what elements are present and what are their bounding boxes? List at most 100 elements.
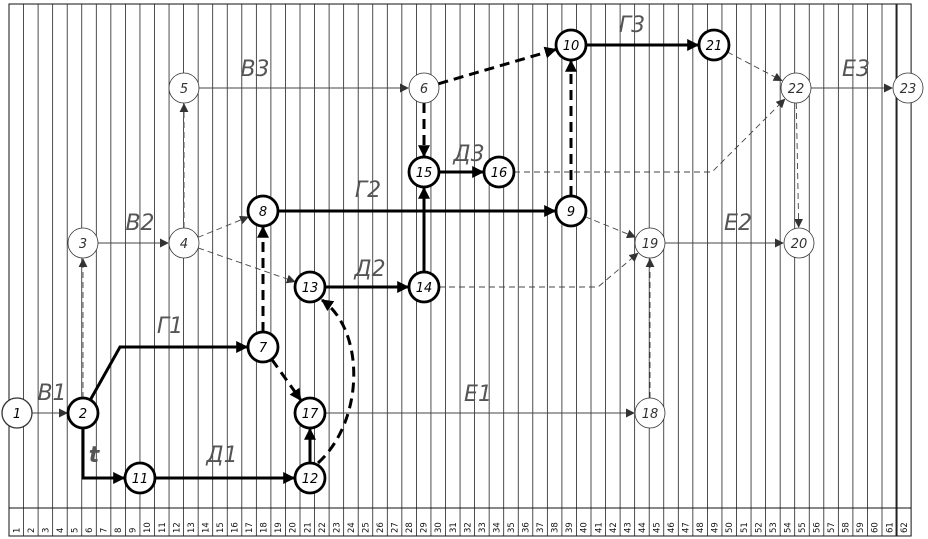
arrow-2-7 <box>89 341 249 401</box>
activity-arrows <box>32 39 893 484</box>
node-circle <box>554 194 588 228</box>
event-node: 8 <box>246 194 280 228</box>
tick-label: 56 <box>813 522 823 533</box>
tick-label: 2 <box>27 528 37 533</box>
node-number: 2 <box>79 407 87 422</box>
tick-label: 48 <box>696 522 706 533</box>
activity-label: Д1 <box>205 443 237 468</box>
tick-label: 47 <box>682 522 692 533</box>
tick-label: 24 <box>347 522 357 533</box>
tick-label: 21 <box>303 522 313 533</box>
activity-label: Е1 <box>464 382 492 407</box>
event-node: 10 <box>554 28 588 62</box>
activity-label: В1 <box>37 381 66 406</box>
tick-label: 6 <box>85 528 95 533</box>
tick-label: 50 <box>725 522 735 533</box>
arrow-14-19 <box>439 252 639 288</box>
event-node: 17 <box>293 396 327 430</box>
node-number: 12 <box>302 472 319 487</box>
node-circle <box>697 28 731 62</box>
event-node: 14 <box>407 270 441 304</box>
tick-label: 55 <box>798 522 808 533</box>
node-number: 11 <box>132 472 149 487</box>
node-number: 5 <box>180 82 188 97</box>
node-number: 17 <box>302 407 319 422</box>
tick-label: 33 <box>478 522 488 533</box>
arrow-7-17 <box>270 358 302 401</box>
tick-label: 45 <box>652 522 662 533</box>
tick-label: 7 <box>100 528 110 533</box>
tick-label: 10 <box>143 522 153 533</box>
arrow-4-8 <box>197 215 250 238</box>
event-node: 22 <box>780 72 812 104</box>
node-circle <box>168 72 200 104</box>
node-number: 16 <box>491 166 508 181</box>
event-node: 13 <box>293 270 327 304</box>
tick-label: 18 <box>260 522 270 533</box>
time-grid <box>8 3 912 537</box>
node-circle <box>293 396 327 430</box>
tick-label: 41 <box>594 522 604 533</box>
arrow-4-13 <box>198 247 296 284</box>
tick-label: 54 <box>783 522 793 533</box>
tick-label: 46 <box>667 522 677 533</box>
tick-label: 29 <box>420 522 430 533</box>
node-circle <box>408 72 440 104</box>
tick-label: 16 <box>231 522 241 533</box>
event-node: 1 <box>1 397 33 429</box>
event-node: 7 <box>246 330 280 364</box>
node-circle <box>168 227 200 259</box>
tick-label: 62 <box>900 522 910 533</box>
tick-label: 31 <box>449 522 459 533</box>
tick-label: 12 <box>172 522 182 533</box>
tick-label: 43 <box>623 522 633 533</box>
event-node: 18 <box>634 397 666 429</box>
tick-label: 53 <box>769 522 779 533</box>
activity-label: t <box>89 443 101 468</box>
activity-label: Д3 <box>452 142 484 167</box>
tick-label: 42 <box>609 522 619 533</box>
activity-label: Е2 <box>724 211 752 236</box>
node-number: 18 <box>642 407 659 422</box>
event-node: 12 <box>293 461 327 495</box>
tick-label: 15 <box>216 522 226 533</box>
arrow-2-11 <box>81 428 126 484</box>
event-node: 9 <box>554 194 588 228</box>
tick-label: 35 <box>507 522 517 533</box>
node-circle <box>407 270 441 304</box>
tick-label: 57 <box>827 522 837 533</box>
node-number: 3 <box>79 237 87 252</box>
tick-label: 51 <box>740 522 750 533</box>
tick-label: 20 <box>289 522 299 533</box>
node-number: 20 <box>791 237 808 252</box>
event-node: 21 <box>697 28 731 62</box>
tick-label: 14 <box>201 522 211 533</box>
activity-label: Г3 <box>619 13 645 38</box>
event-node: 4 <box>168 227 200 259</box>
tick-label: 60 <box>871 522 881 533</box>
tick-label: 8 <box>114 528 124 533</box>
tick-label: 61 <box>885 522 895 533</box>
tick-label: 37 <box>536 522 546 533</box>
node-number: 6 <box>420 82 428 97</box>
event-node: 15 <box>407 155 441 189</box>
node-circle <box>783 227 815 259</box>
tick-label: 13 <box>187 522 197 533</box>
node-circle <box>246 330 280 364</box>
activity-label: Е3 <box>842 57 870 82</box>
tick-label: 1 <box>12 528 22 533</box>
node-number: 10 <box>563 39 580 54</box>
node-circle <box>554 28 588 62</box>
tick-label: 36 <box>522 522 532 533</box>
arrow-12-13 <box>316 298 356 465</box>
tick-label: 52 <box>754 522 764 533</box>
tick-label: 4 <box>56 528 66 533</box>
tick-label: 3 <box>41 528 51 533</box>
tick-label: 22 <box>318 522 328 533</box>
tick-label: 32 <box>463 522 473 533</box>
node-circle <box>293 270 327 304</box>
node-circle <box>123 461 157 495</box>
tick-label: 19 <box>274 522 284 533</box>
